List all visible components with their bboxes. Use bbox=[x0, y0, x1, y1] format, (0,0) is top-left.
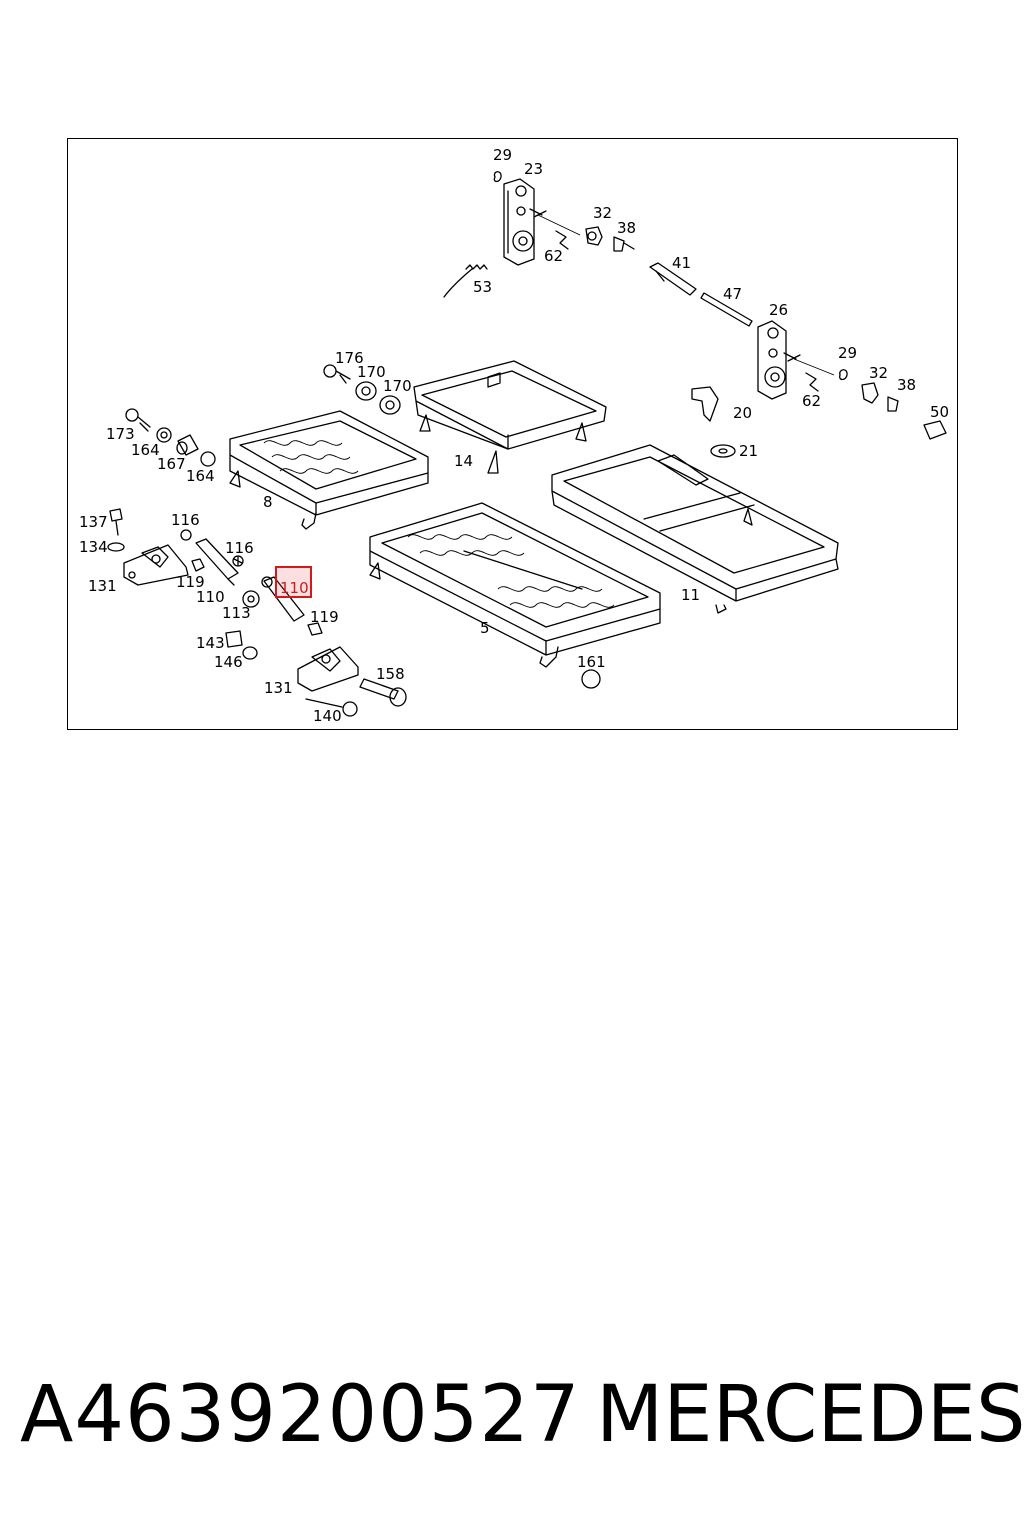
exploded-parts-diagram: 29 23 32 38 62 53 41 47 26 29 32 38 62 5… bbox=[79, 146, 949, 725]
bracket-131-lower bbox=[297, 646, 359, 692]
callout-23: 23 bbox=[524, 160, 543, 178]
callout-170-a: 170 bbox=[357, 363, 386, 381]
callout-116-a: 116 bbox=[171, 511, 200, 529]
bracket-131-upper bbox=[123, 544, 189, 586]
callout-32-top: 32 bbox=[593, 204, 612, 222]
cap-50 bbox=[923, 420, 947, 440]
callout-26: 26 bbox=[769, 301, 788, 319]
callout-29-right: 29 bbox=[838, 344, 857, 362]
callout-20: 20 bbox=[733, 404, 752, 422]
highlight-box-110 bbox=[275, 566, 312, 598]
callout-113: 113 bbox=[222, 604, 251, 622]
clip-62-top bbox=[555, 230, 569, 250]
bolt-140 bbox=[305, 698, 358, 717]
callout-38-top: 38 bbox=[617, 219, 636, 237]
clip-29-right bbox=[839, 369, 848, 381]
callout-41: 41 bbox=[672, 254, 691, 272]
washer-134 bbox=[107, 542, 125, 552]
bolt-38-top bbox=[613, 236, 635, 252]
clip-29-top bbox=[493, 171, 502, 183]
spring-53 bbox=[443, 264, 488, 298]
callout-8: 8 bbox=[263, 493, 273, 511]
frame-8 bbox=[229, 410, 429, 530]
bushing-32-top bbox=[585, 226, 603, 246]
parts-diagram-frame: 29 23 32 38 62 53 41 47 26 29 32 38 62 5… bbox=[67, 138, 958, 730]
frame-5 bbox=[369, 502, 661, 668]
callout-143: 143 bbox=[196, 634, 225, 652]
callout-119-upper: 119 bbox=[176, 573, 205, 591]
plate-143 bbox=[225, 630, 243, 648]
callout-110-upper: 110 bbox=[196, 588, 225, 606]
hinge-bracket-26 bbox=[757, 320, 835, 400]
nut-119-upper bbox=[191, 558, 205, 572]
callout-131-lower: 131 bbox=[264, 679, 293, 697]
bushing-113 bbox=[242, 590, 260, 608]
rod-47 bbox=[700, 292, 753, 327]
callout-62-right: 62 bbox=[802, 392, 821, 410]
nut-119-lower bbox=[307, 622, 323, 636]
callout-119-lower: 119 bbox=[310, 608, 339, 626]
part-number-label: A4639200527 bbox=[20, 1370, 581, 1460]
strut-110-upper bbox=[195, 538, 239, 586]
callout-62-top: 62 bbox=[544, 247, 563, 265]
callout-14: 14 bbox=[454, 452, 473, 470]
clip-116-a bbox=[180, 529, 192, 541]
frame-11 bbox=[551, 444, 839, 614]
callout-173: 173 bbox=[106, 425, 135, 443]
callout-116-b: 116 bbox=[225, 539, 254, 557]
latch-20 bbox=[691, 386, 719, 422]
callout-137: 137 bbox=[79, 513, 108, 531]
callout-134: 134 bbox=[79, 538, 108, 556]
callout-29-top: 29 bbox=[493, 146, 512, 164]
brand-label: MERCEDES bbox=[596, 1370, 1024, 1460]
callout-164-a: 164 bbox=[131, 441, 160, 459]
callout-131-upper: 131 bbox=[88, 577, 117, 595]
bushing-167 bbox=[176, 434, 199, 456]
callout-38-right: 38 bbox=[897, 376, 916, 394]
bolt-176 bbox=[323, 364, 351, 384]
callout-32-right: 32 bbox=[869, 364, 888, 382]
callout-158: 158 bbox=[376, 665, 405, 683]
clip-116-b bbox=[232, 555, 244, 567]
bolt-38-right bbox=[887, 396, 899, 412]
callout-5: 5 bbox=[480, 619, 490, 637]
clip-62-right bbox=[805, 372, 819, 392]
callout-21: 21 bbox=[739, 442, 758, 460]
bolt-137 bbox=[109, 508, 123, 536]
callout-164-b: 164 bbox=[186, 467, 215, 485]
cap-161 bbox=[581, 669, 601, 689]
washer-146 bbox=[242, 646, 258, 660]
callout-110-highlighted: 110 bbox=[280, 579, 309, 597]
strut-110-lower bbox=[261, 576, 305, 622]
callout-167: 167 bbox=[157, 455, 186, 473]
handle-158 bbox=[359, 678, 407, 707]
callout-146: 146 bbox=[214, 653, 243, 671]
bushing-170-b bbox=[379, 395, 401, 415]
callout-47: 47 bbox=[723, 285, 742, 303]
callout-11: 11 bbox=[681, 586, 700, 604]
callout-50: 50 bbox=[930, 403, 949, 421]
washer-164-a bbox=[156, 427, 172, 443]
washer-21 bbox=[710, 444, 736, 458]
washer-164-b bbox=[200, 451, 216, 467]
hinge-bracket-23 bbox=[503, 178, 581, 266]
callout-161: 161 bbox=[577, 653, 606, 671]
callout-53: 53 bbox=[473, 278, 492, 296]
bushing-32-right bbox=[861, 382, 879, 404]
callout-170-b: 170 bbox=[383, 377, 412, 395]
shaft-41 bbox=[649, 262, 697, 296]
callout-labels: 29 23 32 38 62 53 41 47 26 29 32 38 62 5… bbox=[79, 146, 949, 725]
callout-176: 176 bbox=[335, 349, 364, 367]
bolt-173 bbox=[125, 408, 151, 432]
frame-14 bbox=[413, 360, 607, 474]
bushing-170-a bbox=[355, 381, 377, 401]
callout-140: 140 bbox=[313, 707, 342, 725]
